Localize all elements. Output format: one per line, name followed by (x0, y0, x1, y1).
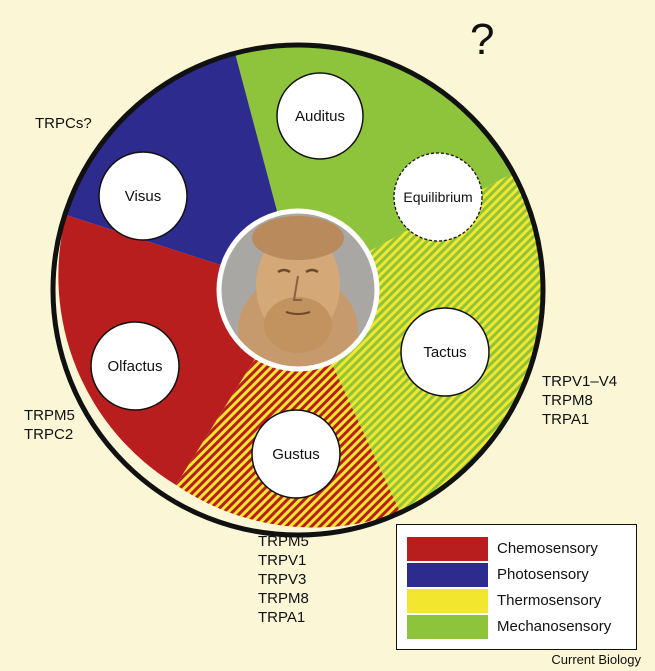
tactus-label: Tactus (423, 344, 466, 361)
legend-label: Mechanosensory (497, 618, 611, 635)
legend-swatch-thermosensory (407, 589, 488, 613)
gustus-annotation: TRPM5 TRPV1 TRPV3 TRPM8 TRPA1 (258, 532, 309, 627)
tactus-annotation: TRPV1–V4 TRPM8 TRPA1 (542, 372, 617, 429)
equilibrium-label: Equilibrium (403, 189, 472, 205)
legend-swatch-chemosensory (407, 537, 488, 561)
gustus-label: Gustus (272, 446, 320, 463)
olfactus-label: Olfactus (107, 358, 162, 375)
visus-label: Visus (125, 188, 161, 205)
journal-credit: Current Biology (551, 652, 641, 667)
legend-label: Thermosensory (497, 592, 601, 609)
olfactus-annotation: TRPM5 TRPC2 (24, 406, 75, 444)
legend-swatch-mechanosensory (407, 615, 488, 639)
visus-annotation: TRPCs? (35, 114, 92, 133)
legend-label: Chemosensory (497, 540, 598, 557)
legend: Chemosensory Photosensory Thermosensory … (396, 524, 637, 650)
auditus-label: Auditus (295, 108, 345, 125)
question-mark: ? (470, 16, 494, 64)
legend-swatch-photosensory (407, 563, 488, 587)
legend-label: Photosensory (497, 566, 589, 583)
